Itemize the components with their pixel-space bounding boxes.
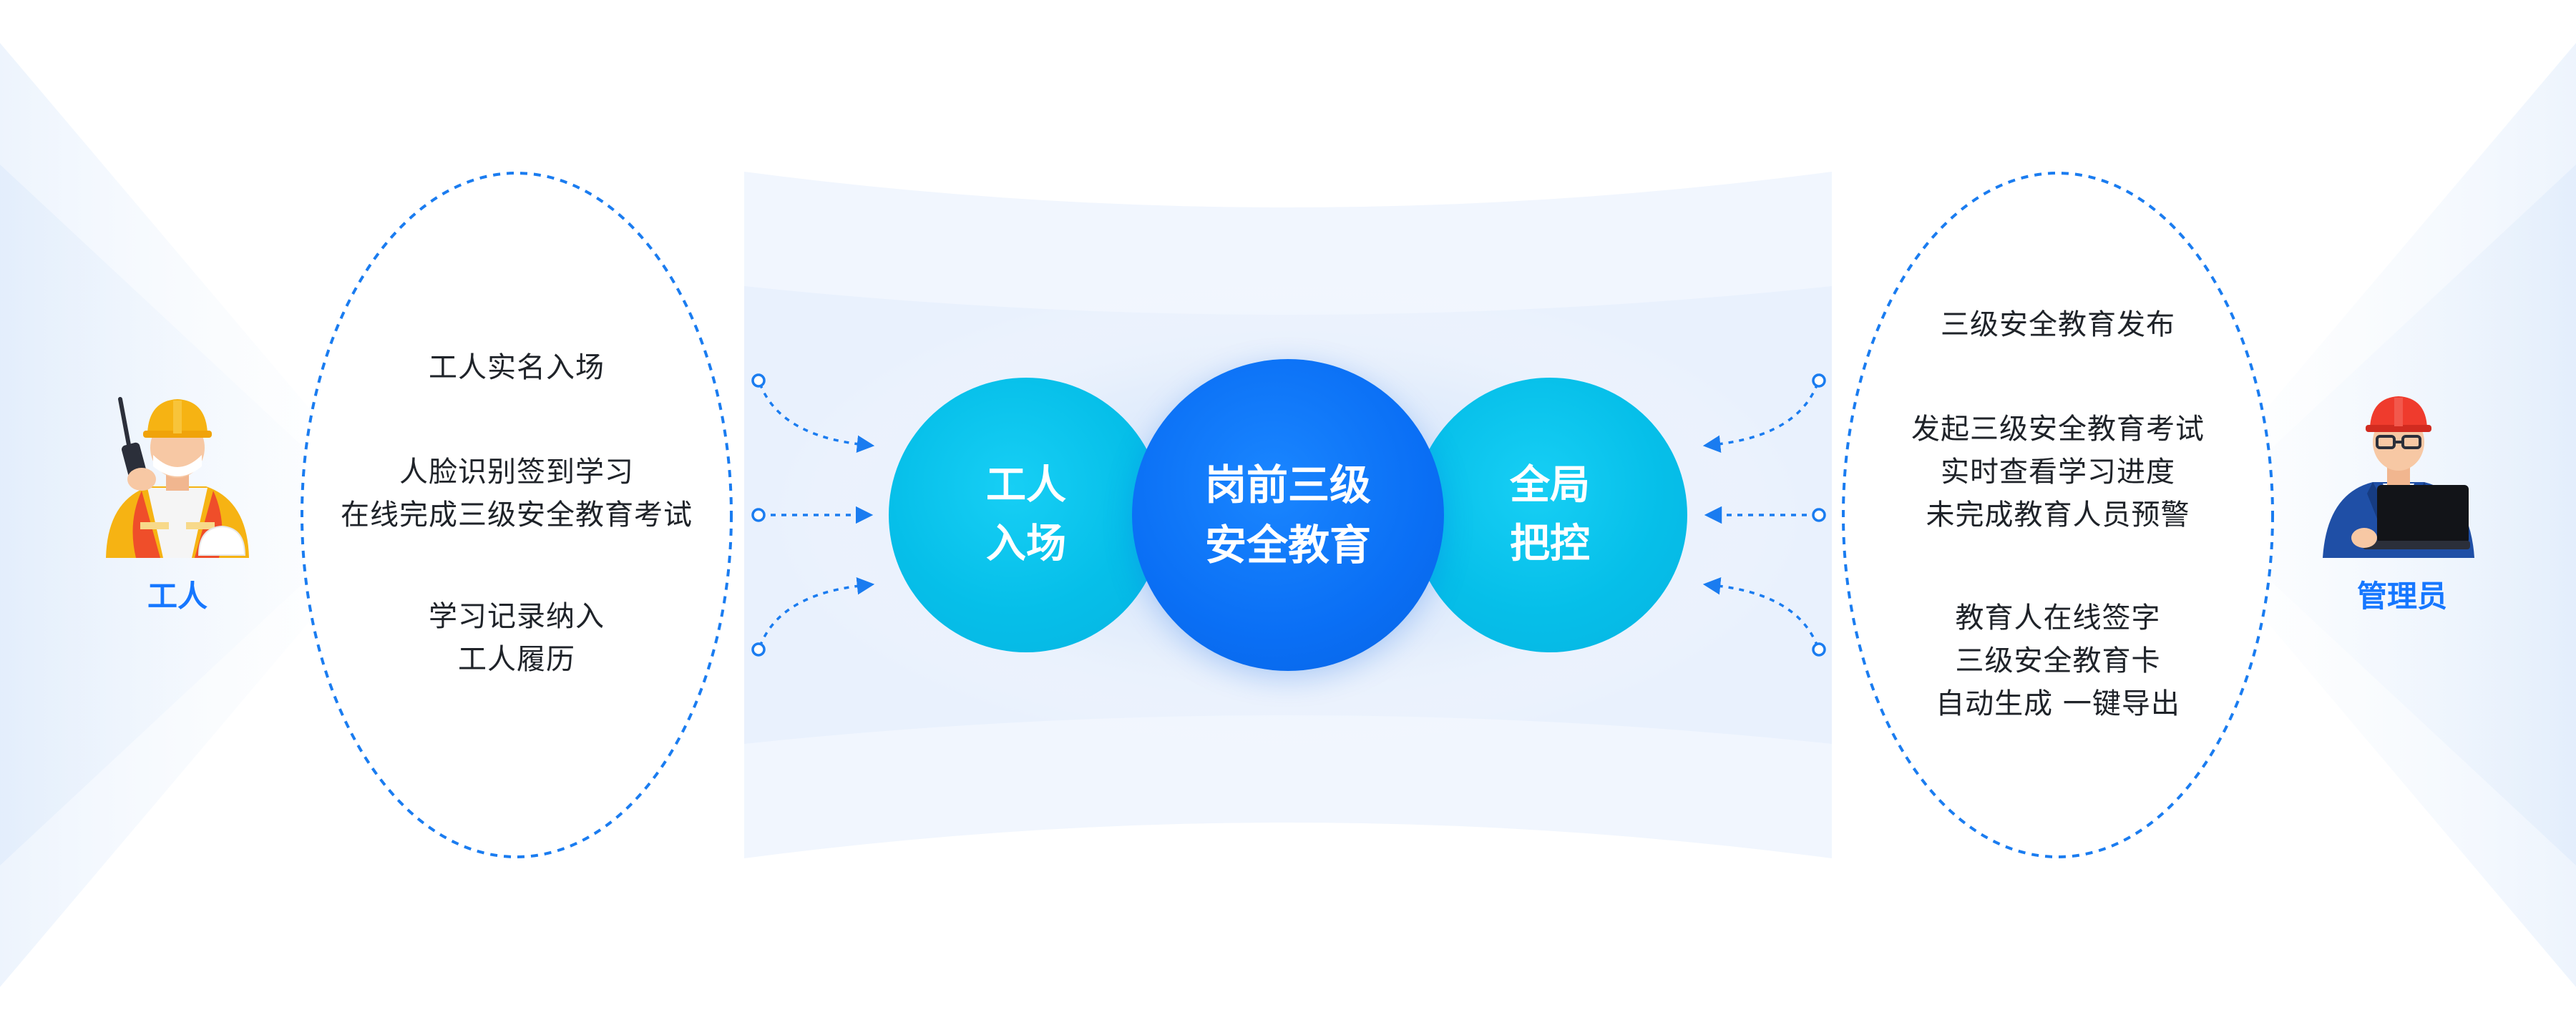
left-feature-3: 学习记录纳入 工人履历 <box>429 600 605 676</box>
right-feature-2: 发起三级安全教育考试 实时查看学习进度 未完成教育人员预警 <box>1911 413 2205 531</box>
left-feature-1: 工人实名入场 <box>429 351 605 384</box>
right-arrow-top-dot <box>1812 373 1826 388</box>
left-dashed-oval <box>301 172 733 858</box>
right-arrow-mid-dot <box>1812 508 1826 522</box>
right-arrow-top <box>1702 383 1819 453</box>
left-arrow-bottom <box>758 577 875 647</box>
left-arrow-mid-dot <box>751 508 766 522</box>
global-control-circle: 全局 把控 <box>1413 378 1687 652</box>
worker-label: 工人 <box>147 579 208 614</box>
right-arrow-bottom <box>1702 577 1819 647</box>
worker-entry-circle: 工人 入场 <box>889 378 1163 652</box>
manager-label: 管理员 <box>2356 579 2447 614</box>
left-feature-2: 人脸识别签到学习 在线完成三级安全教育考试 <box>341 456 693 531</box>
left-arrow-top <box>758 383 875 453</box>
right-feature-3: 教育人在线签字 三级安全教育卡 自动生成 一键导出 <box>1936 602 2180 720</box>
safety-education-circle: 岗前三级 安全教育 <box>1132 359 1444 671</box>
left-arrow-bottom-dot <box>751 642 766 657</box>
right-dashed-oval <box>1842 172 2274 858</box>
right-arrow-bottom-dot <box>1812 642 1826 657</box>
worker-avatar-icon <box>106 397 249 558</box>
left-arrow-top-dot <box>751 373 766 388</box>
manager-avatar-icon <box>2323 396 2474 558</box>
right-feature-1: 三级安全教育发布 <box>1941 308 2175 341</box>
